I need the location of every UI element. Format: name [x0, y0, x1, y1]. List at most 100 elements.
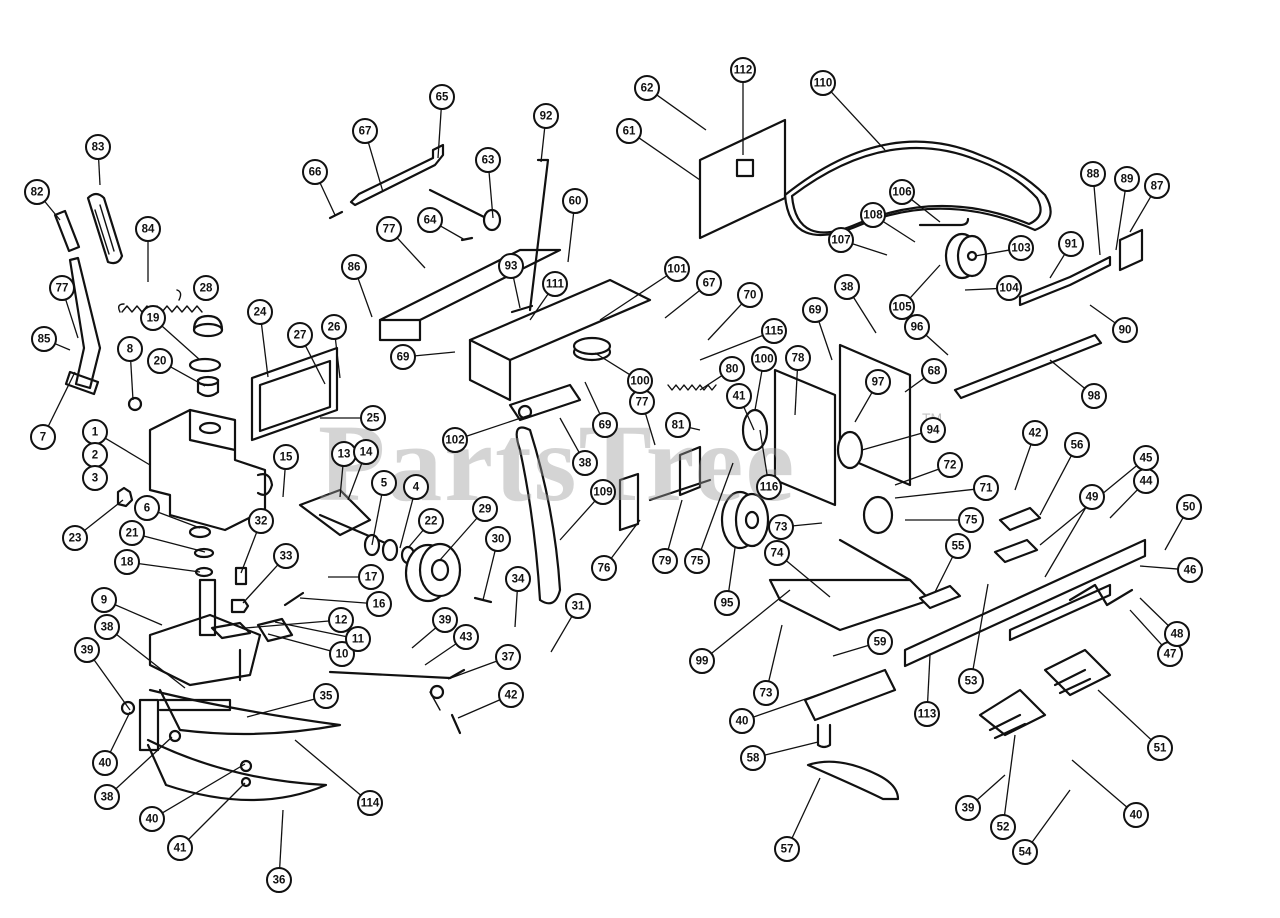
callout-circle: [990, 814, 1016, 840]
part-callout: 40: [92, 750, 118, 776]
callout-number: 113: [918, 709, 937, 721]
callout-circle: [828, 227, 854, 253]
part-callout: 108: [860, 202, 886, 228]
leader-line: [904, 377, 925, 393]
callout-number: 28: [200, 283, 213, 295]
callout-number: 38: [101, 792, 114, 804]
callout-circle: [696, 270, 722, 296]
part-callout: 42: [498, 682, 524, 708]
callout-circle: [273, 444, 299, 470]
callout-number: 94: [927, 425, 940, 437]
part-callout: 40: [729, 708, 755, 734]
leader-line: [700, 462, 734, 550]
callout-number: 116: [760, 482, 779, 494]
part-callout: 57: [774, 836, 800, 862]
part-callout: 46: [1177, 557, 1203, 583]
leader-line: [925, 334, 949, 356]
part-callout: 59: [867, 629, 893, 655]
part-callout: 51: [1147, 735, 1173, 761]
leader-line: [84, 499, 124, 532]
callout-number: 34: [512, 574, 525, 586]
callout-number: 108: [863, 210, 883, 222]
callout-circle: [616, 118, 642, 144]
callout-number: 6: [144, 503, 150, 515]
part-callout: 86: [341, 254, 367, 280]
leader-line: [130, 360, 134, 401]
callout-number: 73: [760, 688, 773, 700]
callout-number: 77: [56, 283, 69, 295]
part-callout: 65: [429, 84, 455, 110]
part-callout: 12: [328, 607, 354, 633]
part-callout: 80: [719, 356, 745, 382]
callout-number: 75: [691, 556, 704, 568]
callout-number: 103: [1011, 243, 1030, 255]
leader-line: [1003, 734, 1016, 816]
callout-circle: [955, 795, 981, 821]
part-callout: 97: [865, 369, 891, 395]
leader-line: [240, 531, 258, 574]
callout-number: 26: [328, 322, 341, 334]
callout-number: 84: [142, 224, 155, 236]
callout-circle: [920, 417, 946, 443]
leader-line: [414, 351, 456, 357]
callout-number: 38: [101, 622, 114, 634]
callout-circle: [135, 216, 161, 242]
callout-circle: [729, 708, 755, 734]
callout-number: 107: [831, 235, 850, 247]
callout-circle: [737, 282, 763, 308]
leader-line: [667, 499, 683, 550]
leader-line: [832, 644, 869, 657]
callout-number: 39: [81, 645, 94, 657]
callout-number: 55: [952, 541, 965, 553]
part-callout: 39: [74, 637, 100, 663]
part-callout: 77: [629, 389, 655, 415]
leader-line: [972, 583, 989, 670]
callout-circle: [273, 543, 299, 569]
callout-circle: [591, 555, 617, 581]
callout-circle: [1022, 420, 1048, 446]
part-callout: 33: [273, 543, 299, 569]
callout-number: 49: [1086, 492, 1099, 504]
leader-line: [768, 624, 783, 682]
callout-number: 10: [336, 649, 349, 661]
callout-number: 39: [962, 803, 975, 815]
part-callout: 26: [321, 314, 347, 340]
callout-number: 30: [492, 534, 505, 546]
part-callout: 42: [1022, 420, 1048, 446]
leader-line: [114, 604, 163, 626]
callout-circle: [1176, 494, 1202, 520]
callout-circle: [562, 188, 588, 214]
callout-number: 71: [980, 483, 993, 495]
part-callout: 38: [572, 450, 598, 476]
leader-line: [1164, 517, 1184, 551]
callout-number: 40: [1130, 810, 1143, 822]
callout-number: 42: [505, 690, 518, 702]
callout-circle: [1164, 621, 1190, 647]
callout-circle: [119, 520, 145, 546]
leader-line: [976, 774, 1006, 801]
callout-number: 58: [747, 753, 760, 765]
callout-circle: [756, 474, 782, 500]
leader-line: [294, 739, 362, 796]
part-callout: 6: [134, 495, 160, 521]
part-callout: 36: [266, 867, 292, 893]
callout-number: 14: [360, 447, 373, 459]
callout-number: 36: [273, 875, 286, 887]
part-callout: 21: [119, 520, 145, 546]
part-callout: 95: [714, 590, 740, 616]
leader-line: [699, 375, 723, 391]
callout-number: 31: [572, 601, 585, 613]
watermark: PartsTree TM: [318, 402, 942, 524]
part-callout: 45: [1133, 445, 1159, 471]
part-callout: 50: [1176, 494, 1202, 520]
part-callout: 73: [753, 680, 779, 706]
part-callout: 39: [955, 795, 981, 821]
leader-line: [514, 590, 518, 628]
part-callout: 82: [24, 179, 50, 205]
part-callout: 78: [785, 345, 811, 371]
callout-number: 102: [445, 435, 464, 447]
callout-circle: [572, 450, 598, 476]
callout-number: 40: [99, 758, 112, 770]
callout-number: 15: [280, 452, 293, 464]
part-callout: 114: [357, 790, 383, 816]
